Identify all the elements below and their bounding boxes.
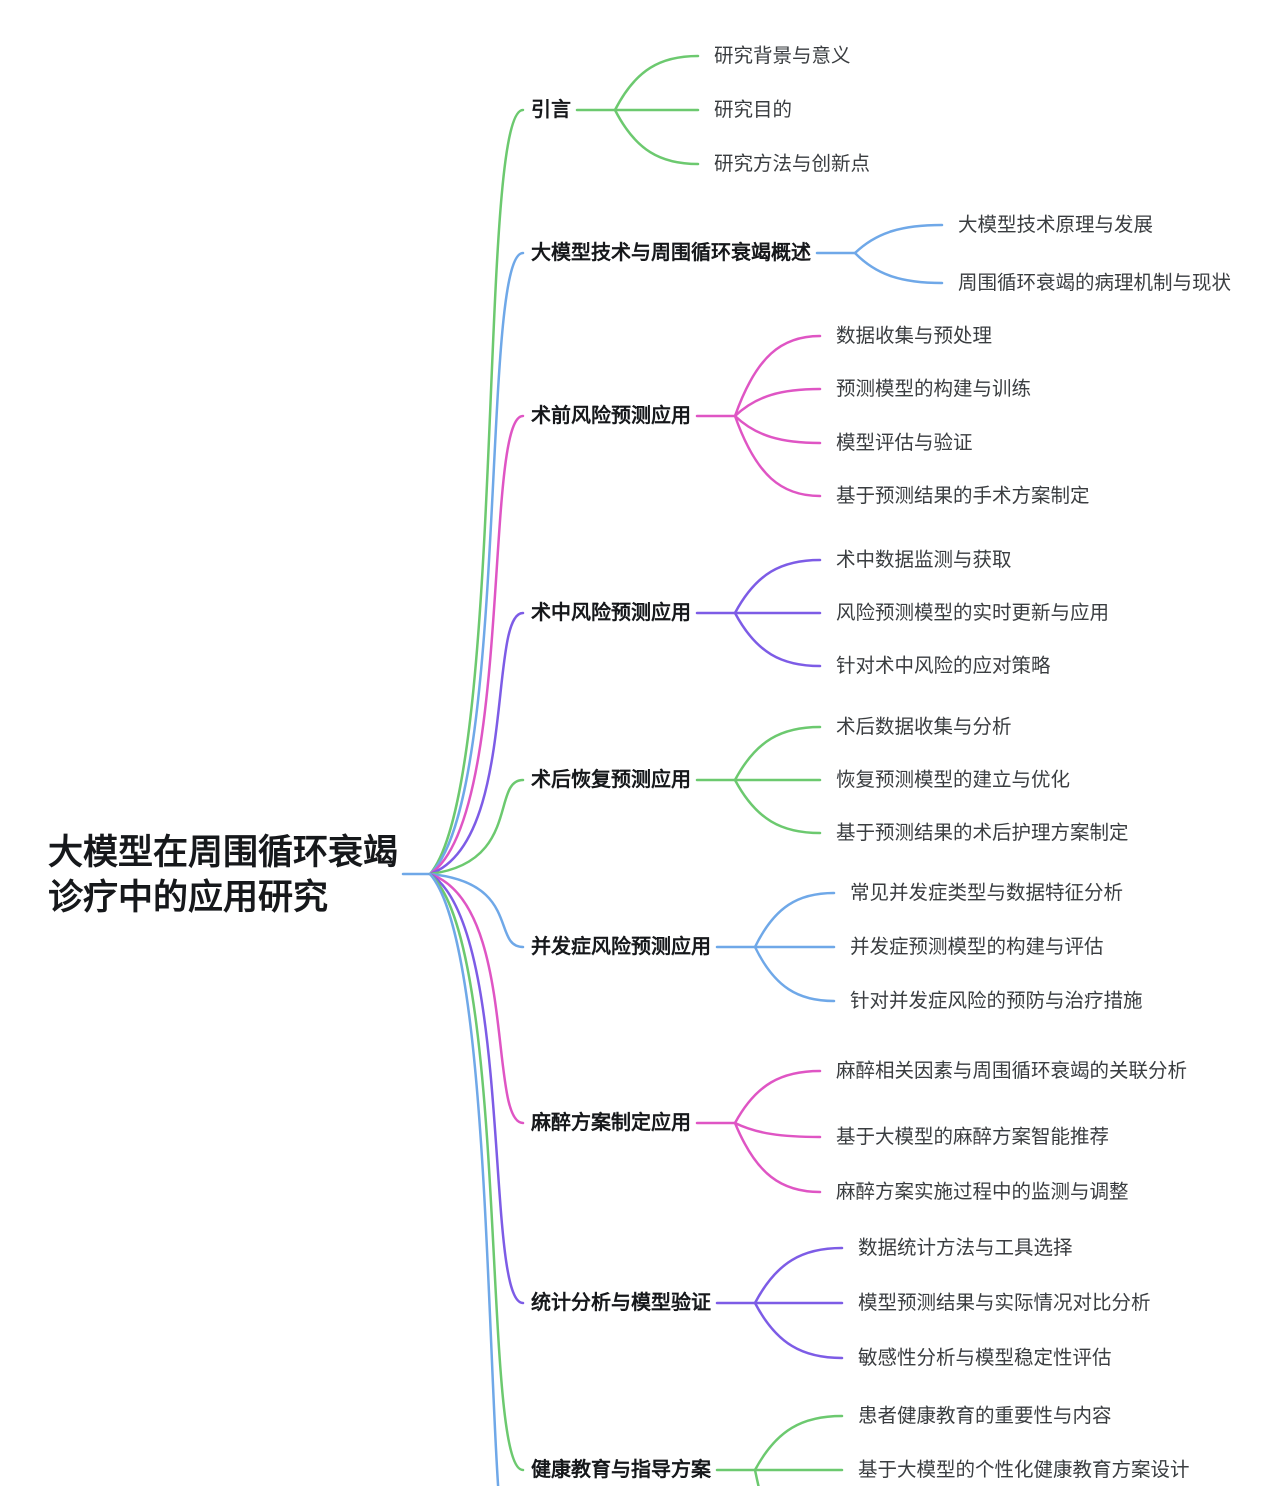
branch-node[interactable]: 并发症风险预测应用 [531, 936, 711, 958]
branch-node[interactable]: 术中风险预测应用 [531, 602, 691, 624]
leaf-node[interactable]: 恢复预测模型的建立与优化 [836, 769, 1071, 791]
branch-node[interactable]: 大模型技术与周围循环衰竭概述 [531, 242, 811, 264]
branch-node[interactable]: 健康教育与指导方案 [531, 1459, 711, 1481]
leaf-node[interactable]: 术中数据监测与获取 [836, 549, 1012, 571]
branch-node[interactable]: 统计分析与模型验证 [531, 1292, 711, 1314]
leaf-node[interactable]: 常见并发症类型与数据特征分析 [850, 882, 1124, 904]
leaf-node[interactable]: 针对术中风险的应对策略 [836, 655, 1051, 677]
leaf-node[interactable]: 预测模型的构建与训练 [836, 378, 1032, 400]
leaf-node[interactable]: 大模型技术原理与发展 [958, 214, 1154, 236]
leaf-node[interactable]: 针对并发症风险的预防与治疗措施 [850, 990, 1143, 1012]
branch-node[interactable]: 术前风险预测应用 [531, 405, 691, 427]
leaf-node[interactable]: 术后数据收集与分析 [836, 716, 1012, 738]
leaf-node[interactable]: 基于大模型的麻醉方案智能推荐 [836, 1126, 1110, 1148]
leaf-node[interactable]: 研究背景与意义 [714, 45, 851, 67]
leaf-node[interactable]: 研究方法与创新点 [714, 153, 871, 175]
leaf-node[interactable]: 模型评估与验证 [836, 432, 973, 454]
leaf-node[interactable]: 基于预测结果的术后护理方案制定 [836, 822, 1129, 844]
leaf-node[interactable]: 风险预测模型的实时更新与应用 [836, 602, 1110, 624]
leaf-node[interactable]: 基于大模型的个性化健康教育方案设计 [858, 1459, 1190, 1481]
branch-node[interactable]: 麻醉方案制定应用 [531, 1112, 691, 1134]
root-node[interactable]: 大模型在周围循环衰竭 诊疗中的应用研究 [48, 833, 399, 917]
leaf-node[interactable]: 研究目的 [714, 99, 793, 121]
leaf-node[interactable]: 并发症预测模型的构建与评估 [850, 936, 1104, 958]
leaf-node[interactable]: 数据收集与预处理 [836, 325, 993, 347]
branch-node[interactable]: 术后恢复预测应用 [531, 769, 691, 791]
leaf-node[interactable]: 敏感性分析与模型稳定性评估 [858, 1347, 1112, 1369]
leaf-node[interactable]: 麻醉相关因素与周围循环衰竭的关联分析 [836, 1060, 1188, 1082]
leaf-node[interactable]: 麻醉方案实施过程中的监测与调整 [836, 1181, 1129, 1203]
leaf-node[interactable]: 基于预测结果的手术方案制定 [836, 485, 1090, 507]
leaf-node[interactable]: 模型预测结果与实际情况对比分析 [858, 1292, 1151, 1314]
leaf-node[interactable]: 周围循环衰竭的病理机制与现状 [958, 272, 1232, 294]
leaf-node[interactable]: 患者健康教育的重要性与内容 [858, 1405, 1112, 1427]
branch-node[interactable]: 引言 [531, 99, 571, 121]
leaf-node[interactable]: 数据统计方法与工具选择 [858, 1237, 1073, 1259]
